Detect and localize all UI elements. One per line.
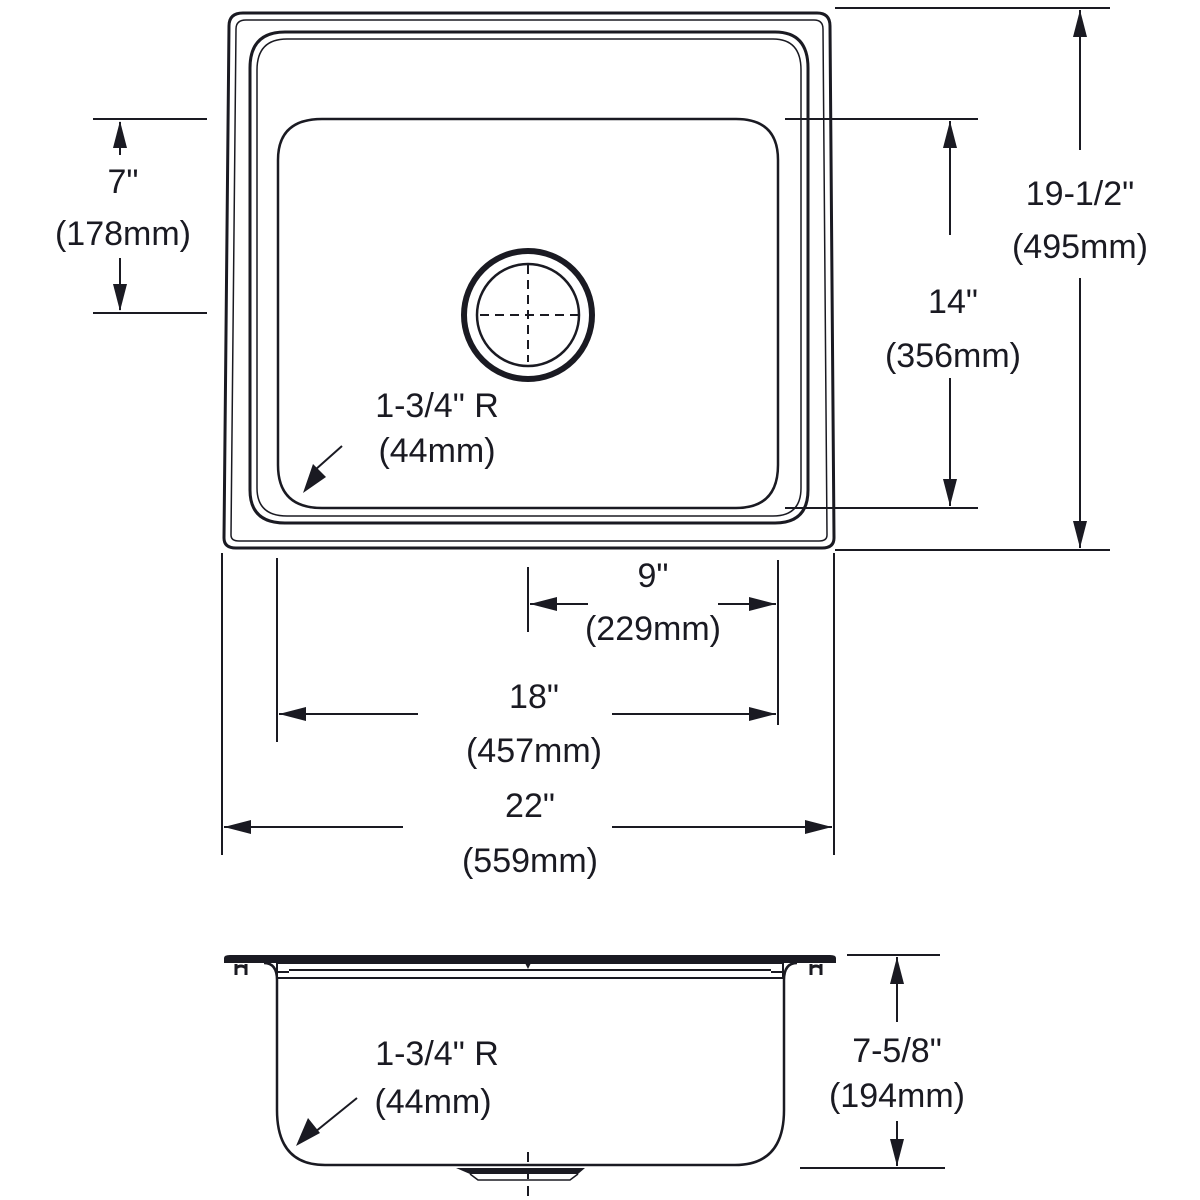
- dim-label-356mm: (356mm): [885, 337, 1021, 375]
- drain-icon: [461, 248, 595, 382]
- dim-label-7-5-8in: 7-5/8": [852, 1032, 942, 1070]
- deck-inner-edge-line: [256, 38, 802, 517]
- radius-label-side: 1-3/4" R: [375, 1035, 499, 1073]
- dimension-overall-width: 22" (559mm): [221, 553, 835, 880]
- dim-label-194mm: (194mm): [829, 1077, 965, 1115]
- side-view: 1-3/4" R (44mm) 7-5/8" (194mm): [224, 954, 965, 1198]
- dimension-overall-depth: 19-1/2" (495mm): [835, 7, 1148, 551]
- outer-rim-inner-line: [230, 19, 828, 542]
- dim-label-457mm: (457mm): [466, 732, 602, 770]
- dim-label-22in: 22": [505, 787, 555, 825]
- rim-flange: [224, 955, 836, 963]
- dimension-bowl-width: 18" (457mm): [276, 558, 776, 770]
- dim-label-19-5in: 19-1/2": [1026, 175, 1134, 213]
- dim-label-178mm: (178mm): [55, 215, 191, 253]
- dim-label-559mm: (559mm): [462, 842, 598, 880]
- deck-inner-edge: [248, 30, 810, 525]
- radius-metric-side: (44mm): [374, 1083, 491, 1121]
- radius-metric-top: (44mm): [378, 432, 495, 470]
- radius-label-top: 1-3/4" R: [375, 387, 499, 425]
- dim-label-14in: 14": [928, 283, 978, 321]
- mounting-clip-left: [234, 964, 248, 975]
- drain-side: [456, 1168, 585, 1174]
- dimension-drain-to-side: 9" (229mm): [527, 557, 779, 725]
- corner-radius-callout-side: 1-3/4" R (44mm): [296, 1035, 499, 1146]
- dim-label-7in: 7": [108, 163, 139, 201]
- corner-radius-callout-top: 1-3/4" R (44mm): [303, 387, 499, 493]
- bowl-outline: [276, 117, 780, 510]
- dimension-bowl-front-back: 14" (356mm): [785, 118, 1021, 509]
- outer-rim-outline: [222, 11, 836, 550]
- top-view: 7" (178mm) 14" (356mm) 19-1/2" (495mm): [55, 7, 1148, 880]
- dim-label-495mm: (495mm): [1012, 228, 1148, 266]
- bowl-side-outline: [263, 961, 798, 1167]
- dimension-bowl-height: 7-5/8" (194mm): [800, 954, 965, 1169]
- dim-label-9in: 9": [638, 557, 669, 595]
- mounting-clip-right: [809, 964, 823, 975]
- dim-label-229mm: (229mm): [585, 610, 721, 648]
- dim-label-18in: 18": [509, 678, 559, 716]
- dimension-drain-from-back: 7" (178mm): [55, 118, 207, 314]
